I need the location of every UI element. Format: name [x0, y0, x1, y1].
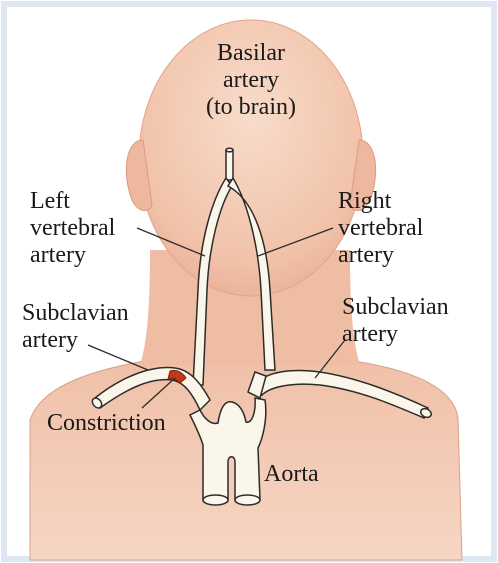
basilar-label-line-3: (to brain): [186, 94, 316, 121]
constriction-label: Constriction: [47, 410, 166, 437]
left-subclavian-label-line-2: artery: [22, 327, 129, 354]
left-subclavian-label-line-1: Subclavian: [22, 300, 129, 327]
left-subclavian-label: Subclavian artery: [22, 300, 129, 354]
left-vertebral-label: Left vertebral artery: [30, 188, 115, 269]
right-vertebral-label-line-3: artery: [338, 242, 423, 269]
basilar-artery: [226, 150, 233, 180]
right-subclavian-label-line-1: Subclavian: [342, 294, 449, 321]
left-vertebral-label-line-3: artery: [30, 242, 115, 269]
basilar-label: Basilar artery (to brain): [186, 40, 316, 121]
left-vertebral-label-line-2: vertebral: [30, 215, 115, 242]
right-subclavian-label: Subclavian artery: [342, 294, 449, 348]
basilar-label-line-2: artery: [186, 67, 316, 94]
aorta-label: Aorta: [264, 461, 319, 488]
right-vertebral-label: Right vertebral artery: [338, 188, 423, 269]
right-subclavian-label-line-2: artery: [342, 321, 449, 348]
right-vertebral-label-line-1: Right: [338, 188, 423, 215]
basilar-label-line-1: Basilar: [186, 40, 316, 67]
left-vertebral-label-line-1: Left: [30, 188, 115, 215]
right-vertebral-label-line-2: vertebral: [338, 215, 423, 242]
